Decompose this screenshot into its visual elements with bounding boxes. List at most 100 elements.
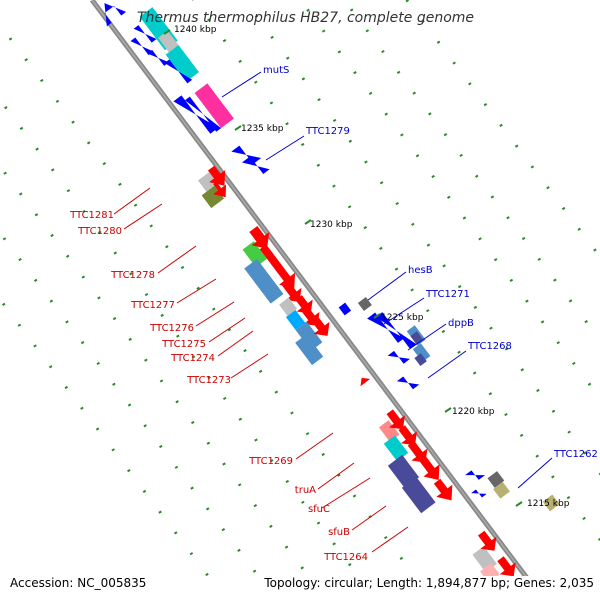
gene-block[interactable] — [542, 494, 560, 512]
gene-sfuC[interactable] — [387, 454, 420, 489]
scale-dot — [300, 566, 304, 570]
scale-dot — [128, 337, 132, 341]
gene-arrow[interactable] — [382, 406, 411, 436]
label-TTC1262[interactable]: TTC1262 — [553, 449, 598, 460]
gene-TTC1268[interactable] — [387, 346, 411, 368]
scale-dot — [405, 0, 410, 3]
gene-TTC1278[interactable] — [242, 241, 267, 268]
gene-arrow[interactable] — [255, 241, 302, 295]
gene-arrow[interactable] — [357, 374, 371, 387]
gene-arrow[interactable] — [203, 162, 232, 192]
scale-dot — [447, 195, 451, 199]
scale-dot — [238, 59, 242, 64]
scale-dot — [143, 424, 147, 428]
label-TTC1279[interactable]: TTC1279 — [305, 126, 350, 137]
scale-dot — [254, 80, 258, 84]
gene-arrow[interactable] — [473, 527, 502, 557]
gene-block[interactable] — [414, 353, 427, 367]
scale-dot — [160, 313, 164, 317]
gene-TTC1275[interactable] — [285, 309, 306, 330]
gene-TTC1279[interactable] — [241, 152, 270, 180]
label-mutS[interactable]: mutS — [263, 65, 289, 76]
gene-TTC1280[interactable] — [198, 172, 218, 192]
gene-TTC1277[interactable] — [244, 258, 284, 304]
gene-TTC1276[interactable] — [279, 297, 298, 316]
gene-arrow[interactable] — [147, 46, 169, 69]
label-truA[interactable]: truA — [295, 485, 316, 496]
scale-dot — [400, 133, 404, 137]
kbp-label-1240: 1240 kbp — [174, 25, 217, 35]
scale-dot — [468, 82, 472, 86]
label-hesB[interactable]: hesB — [408, 265, 433, 276]
left-leader-lines — [113, 187, 409, 553]
scale-dot — [431, 174, 435, 179]
gene-mutS[interactable] — [194, 83, 234, 129]
scale-dot — [504, 347, 509, 351]
gene-arrow[interactable] — [396, 372, 420, 394]
gene-arrow[interactable] — [208, 178, 232, 202]
gene-hesB[interactable] — [338, 302, 352, 316]
scale-dot — [426, 309, 430, 313]
gene-arrow[interactable] — [95, 0, 127, 27]
scale-dot — [383, 535, 388, 540]
gene-arrow[interactable] — [276, 275, 308, 308]
gene-arrow[interactable] — [245, 222, 277, 254]
scale-dot — [3, 171, 7, 175]
scale-dot — [81, 275, 86, 279]
scale-dot — [321, 452, 325, 457]
gene-dppB[interactable] — [367, 308, 405, 349]
gene-block[interactable] — [487, 471, 505, 488]
gene-block[interactable] — [357, 296, 372, 311]
gene-block[interactable] — [410, 331, 423, 345]
gene-arrow[interactable] — [471, 486, 487, 501]
gene-block[interactable] — [480, 563, 500, 583]
label-sfuC[interactable]: sfuC — [308, 504, 330, 515]
gene-sfuB[interactable] — [401, 476, 436, 514]
gene-TTC1273[interactable] — [295, 334, 324, 366]
label-dppB[interactable]: dppB — [448, 318, 474, 329]
gene-arrow[interactable] — [413, 450, 447, 486]
scale-dot — [269, 524, 273, 528]
scale-dot — [551, 475, 555, 479]
scale-dot — [176, 334, 180, 338]
gene-arrow[interactable] — [133, 21, 157, 46]
gene-block[interactable] — [412, 343, 431, 363]
label-TTC1271[interactable]: TTC1271 — [425, 289, 470, 300]
scale-dot — [593, 248, 597, 252]
label-TTC1275[interactable]: TTC1275 — [161, 339, 206, 350]
gene-block[interactable] — [158, 30, 179, 53]
scale-dot — [8, 37, 13, 41]
label-TTC1280[interactable]: TTC1280 — [77, 226, 122, 237]
scale-dot — [222, 462, 226, 466]
gene-arrow[interactable] — [306, 312, 335, 342]
label-TTC1273[interactable]: TTC1273 — [186, 375, 231, 386]
gene-block[interactable] — [493, 481, 510, 499]
label-TTC1268[interactable]: TTC1268 — [467, 341, 512, 352]
gene-TTC1264[interactable] — [429, 475, 459, 506]
scale-dot — [127, 403, 132, 407]
gene-TTC1262[interactable] — [465, 466, 486, 485]
scale-dot — [50, 233, 54, 238]
gene-arrow[interactable] — [164, 56, 193, 87]
scale-dot — [441, 329, 446, 334]
label-TTC1264[interactable]: TTC1264 — [323, 552, 368, 563]
gene-arrow[interactable] — [492, 553, 521, 583]
scale-dot — [158, 510, 162, 514]
gene-block[interactable] — [165, 45, 199, 82]
label-TTC1278[interactable]: TTC1278 — [110, 270, 155, 281]
topology-text: Topology: circular; Length: 1,894,877 bp… — [263, 576, 594, 590]
gene-TTC1274[interactable] — [295, 321, 323, 351]
label-TTC1274[interactable]: TTC1274 — [170, 353, 215, 364]
scale-dot — [321, 29, 326, 33]
gene-arrow[interactable] — [173, 89, 219, 139]
scale-dot — [144, 292, 149, 297]
label-TTC1269[interactable]: TTC1269 — [248, 456, 293, 467]
label-TTC1281[interactable]: TTC1281 — [69, 210, 114, 221]
label-TTC1276[interactable]: TTC1276 — [149, 323, 194, 334]
gene-arrow[interactable] — [394, 422, 423, 452]
label-sfuB[interactable]: sfuB — [328, 527, 350, 538]
scale-dot — [127, 468, 131, 473]
label-TTC1277[interactable]: TTC1277 — [130, 300, 175, 311]
kbp-label-1230: 1230 kbp — [310, 220, 353, 230]
gene-truA[interactable] — [383, 435, 409, 462]
